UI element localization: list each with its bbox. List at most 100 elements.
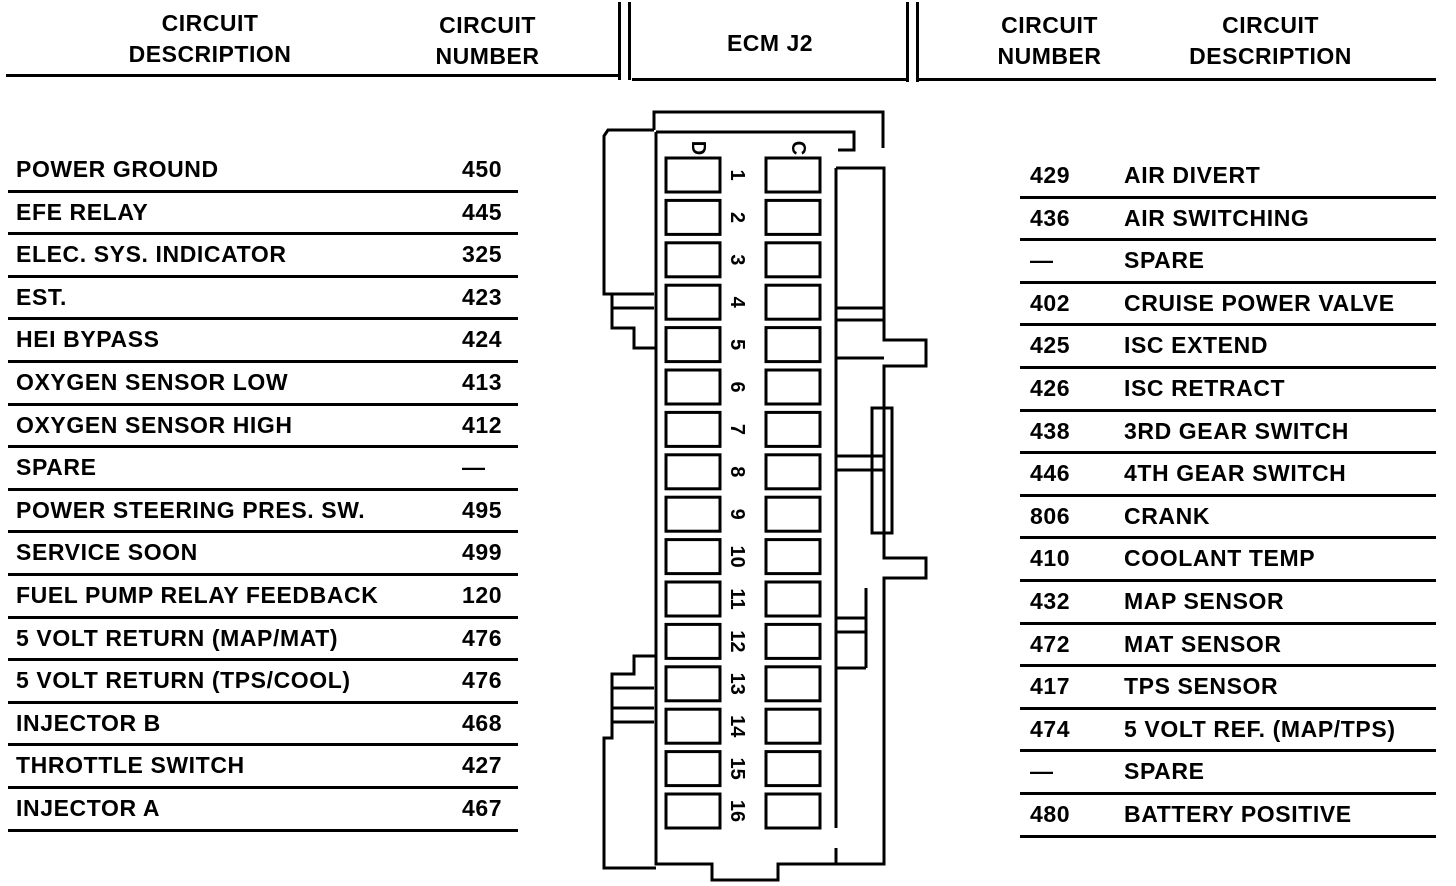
row-rule — [1020, 749, 1436, 753]
pin-cell-d — [664, 580, 722, 618]
table-row: 474 5 VOLT REF. (MAP/TPS) — [1020, 710, 1436, 752]
circuit-number: 325 — [462, 241, 503, 268]
circuit-number: 417 — [1030, 673, 1071, 700]
circuit-number: 806 — [1030, 502, 1071, 529]
circuit-number: — — [462, 454, 486, 481]
row-rule — [1020, 238, 1436, 242]
pin-cell-c — [764, 453, 822, 491]
header-right-number-line1: CIRCUIT — [1001, 12, 1098, 38]
column-label-d: D — [687, 141, 709, 155]
circuit-description: CRANK — [1124, 502, 1211, 529]
table-row: POWER STEERING PRES. SW. 495 — [8, 491, 518, 533]
circuit-description: INJECTOR B — [16, 709, 161, 736]
row-rule — [1020, 366, 1436, 369]
circuit-number: 427 — [462, 752, 503, 779]
circuit-description: MAP SENSOR — [1124, 588, 1285, 614]
header-divider-right-1 — [906, 2, 909, 82]
row-rule — [8, 360, 518, 363]
pin-cell-d — [664, 622, 722, 660]
pin-cell-d — [664, 241, 722, 279]
circuit-number: 468 — [462, 709, 503, 736]
pin-cell-c — [764, 622, 822, 660]
row-rule — [1020, 621, 1436, 625]
row-rule — [8, 828, 518, 832]
pin-cell-c — [764, 368, 822, 406]
pin-cell-c — [764, 198, 822, 236]
circuit-number: 476 — [462, 667, 503, 694]
circuit-number: 410 — [1030, 545, 1071, 572]
pin-number: 12 — [726, 630, 748, 652]
pin-cell-c — [764, 495, 822, 533]
header-left-number-line2: NUMBER — [435, 43, 540, 69]
pin-number: 3 — [726, 254, 748, 265]
row-rule — [1020, 536, 1436, 540]
row-rule — [1020, 493, 1436, 497]
pin-cell-d — [664, 453, 722, 491]
table-row: 480 BATTERY POSITIVE — [1020, 795, 1436, 837]
circuit-number: — — [1030, 758, 1054, 785]
pin-number: 5 — [726, 339, 748, 350]
pin-cell-d — [664, 665, 722, 703]
pin-cell-d — [664, 538, 722, 576]
circuit-number: 495 — [462, 496, 503, 523]
pin-number: 4 — [726, 297, 748, 309]
pin-cell-c — [764, 707, 822, 745]
pin-cell-c — [764, 538, 822, 576]
header-right-description: CIRCUIT DESCRIPTION — [1168, 10, 1373, 72]
pin-cell-d — [664, 198, 722, 236]
circuit-number: 432 — [1030, 588, 1071, 614]
circuit-description: TPS SENSOR — [1124, 673, 1279, 700]
circuit-number: 472 — [1030, 630, 1071, 657]
circuit-description: 4TH GEAR SWITCH — [1124, 460, 1347, 487]
circuit-description: POWER STEERING PRES. SW. — [16, 496, 366, 523]
circuit-description: ISC RETRACT — [1124, 375, 1286, 401]
table-row: EST.423 — [8, 278, 518, 320]
pin-cell-c — [764, 156, 822, 194]
pin-number: 11 — [726, 588, 748, 609]
pin-cell-c — [764, 750, 822, 788]
header-right-number-line2: NUMBER — [997, 43, 1102, 69]
row-rule — [1020, 834, 1436, 838]
row-rule — [1020, 792, 1436, 795]
pin-cell-d — [664, 410, 722, 448]
pin-number: 2 — [726, 212, 748, 223]
pin-number: 6 — [726, 381, 748, 392]
row-rule — [8, 658, 518, 662]
header-right-description-line2: DESCRIPTION — [1189, 43, 1352, 69]
header-rule-center — [632, 78, 906, 81]
circuit-description: EST. — [16, 283, 67, 310]
circuit-number: 480 — [1030, 801, 1071, 827]
circuit-description: ISC EXTEND — [1124, 332, 1269, 359]
table-row: 417 TPS SENSOR — [1020, 667, 1436, 709]
table-row: 5 VOLT RETURN (MAP/MAT)476 — [8, 619, 518, 661]
table-row: 806 CRANK — [1020, 497, 1436, 539]
circuit-description: 5 VOLT REF. (MAP/TPS) — [1124, 715, 1396, 742]
header-left-description-line1: CIRCUIT — [161, 10, 259, 36]
circuit-description: 3RD GEAR SWITCH — [1124, 417, 1349, 444]
pin-number: 7 — [726, 424, 748, 435]
connector-housing — [602, 110, 928, 882]
row-rule — [1020, 706, 1436, 710]
pin-cell-c — [764, 283, 822, 321]
circuit-number: 474 — [1030, 715, 1071, 742]
circuit-number: 450 — [462, 156, 503, 182]
header-divider-left-1 — [618, 2, 621, 80]
pin-number: 15 — [726, 757, 748, 779]
row-rule — [8, 487, 518, 491]
circuit-description: BATTERY POSITIVE — [1124, 801, 1352, 827]
circuit-number: 429 — [1030, 162, 1071, 188]
circuit-description: AIR SWITCHING — [1124, 204, 1310, 231]
header-left-number-line1: CIRCUIT — [439, 12, 536, 38]
header-right-number: CIRCUIT NUMBER — [972, 10, 1127, 72]
pin-number: 9 — [726, 509, 748, 520]
header-divider-right-2 — [916, 2, 919, 82]
